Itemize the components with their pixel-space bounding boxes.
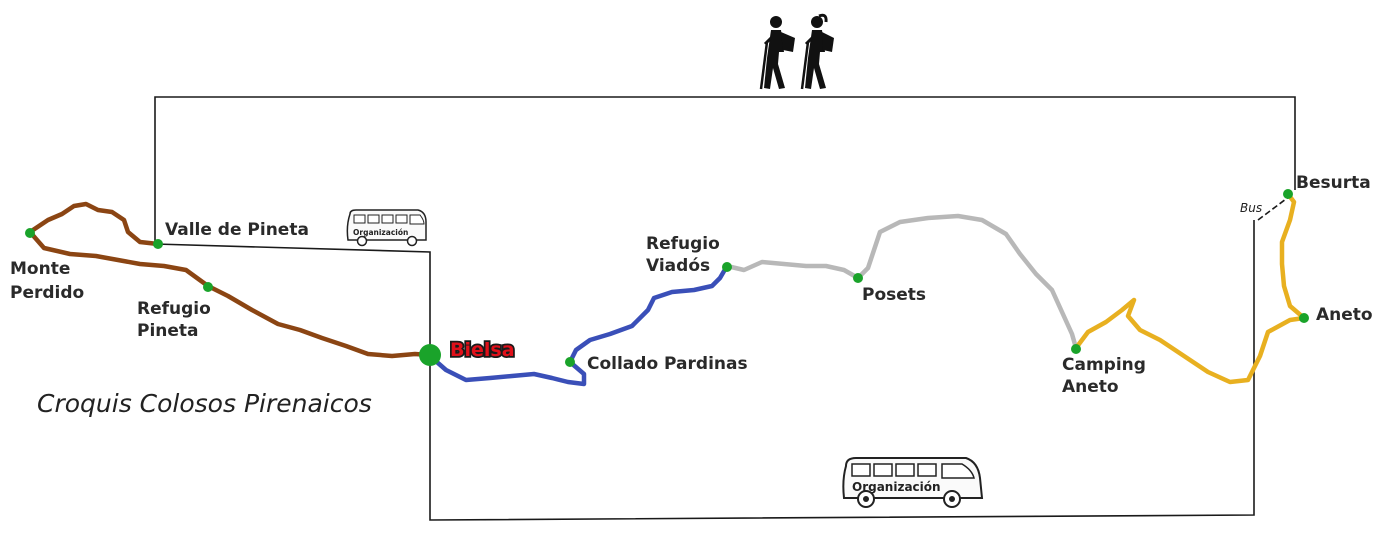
bus-line: [1257, 195, 1291, 221]
point-collado-pardinas: [565, 357, 575, 367]
label-bielsa: Bielsa: [450, 339, 515, 361]
label-camping-aneto: Camping Aneto: [1062, 355, 1152, 397]
hikers-icon: [759, 13, 834, 90]
label-monte-perdido: Monte Perdido: [10, 259, 84, 303]
point-posets: [853, 273, 863, 283]
point-refugio-pineta: [203, 282, 213, 292]
label-posets: Posets: [862, 285, 926, 305]
van-large-label: Organización: [852, 480, 941, 494]
road-pineta: [154, 220, 1255, 521]
route-stage-1: [27, 201, 433, 359]
point-refugio-viados: [722, 262, 732, 272]
road-top: [154, 96, 1296, 244]
label-aneto: Aneto: [1316, 305, 1373, 325]
route-stage-3: [724, 213, 1079, 351]
label-collado-pardinas: Collado Pardinas: [587, 354, 748, 374]
point-besurta: [1283, 189, 1293, 199]
label-valle-pineta: Valle de Pineta: [165, 220, 309, 240]
label-refugio-viados: Refugio Viadós: [646, 234, 726, 276]
route-stage-2: [427, 263, 730, 387]
hiker-female-icon: [800, 13, 834, 90]
point-valle-pineta: [153, 239, 163, 249]
road-lines: [154, 96, 1296, 521]
label-bus: Bus: [1240, 201, 1262, 215]
label-besurta: Besurta: [1296, 173, 1371, 193]
van-small-label: Organización: [353, 228, 408, 237]
point-bielsa: [419, 344, 441, 366]
point-monte-perdido: [25, 228, 35, 238]
van-large-icon: Organización: [842, 457, 984, 508]
map-caption: Croquis Colosos Pirenaicos: [37, 389, 372, 418]
hiker-male-icon: [759, 16, 795, 90]
van-small-icon: Organización: [346, 209, 427, 247]
label-refugio-pineta: Refugio Pineta: [137, 299, 217, 341]
route-points: [25, 189, 1309, 367]
route-stage-4: [1073, 191, 1307, 385]
point-camping-aneto: [1071, 344, 1081, 354]
point-aneto: [1299, 313, 1309, 323]
